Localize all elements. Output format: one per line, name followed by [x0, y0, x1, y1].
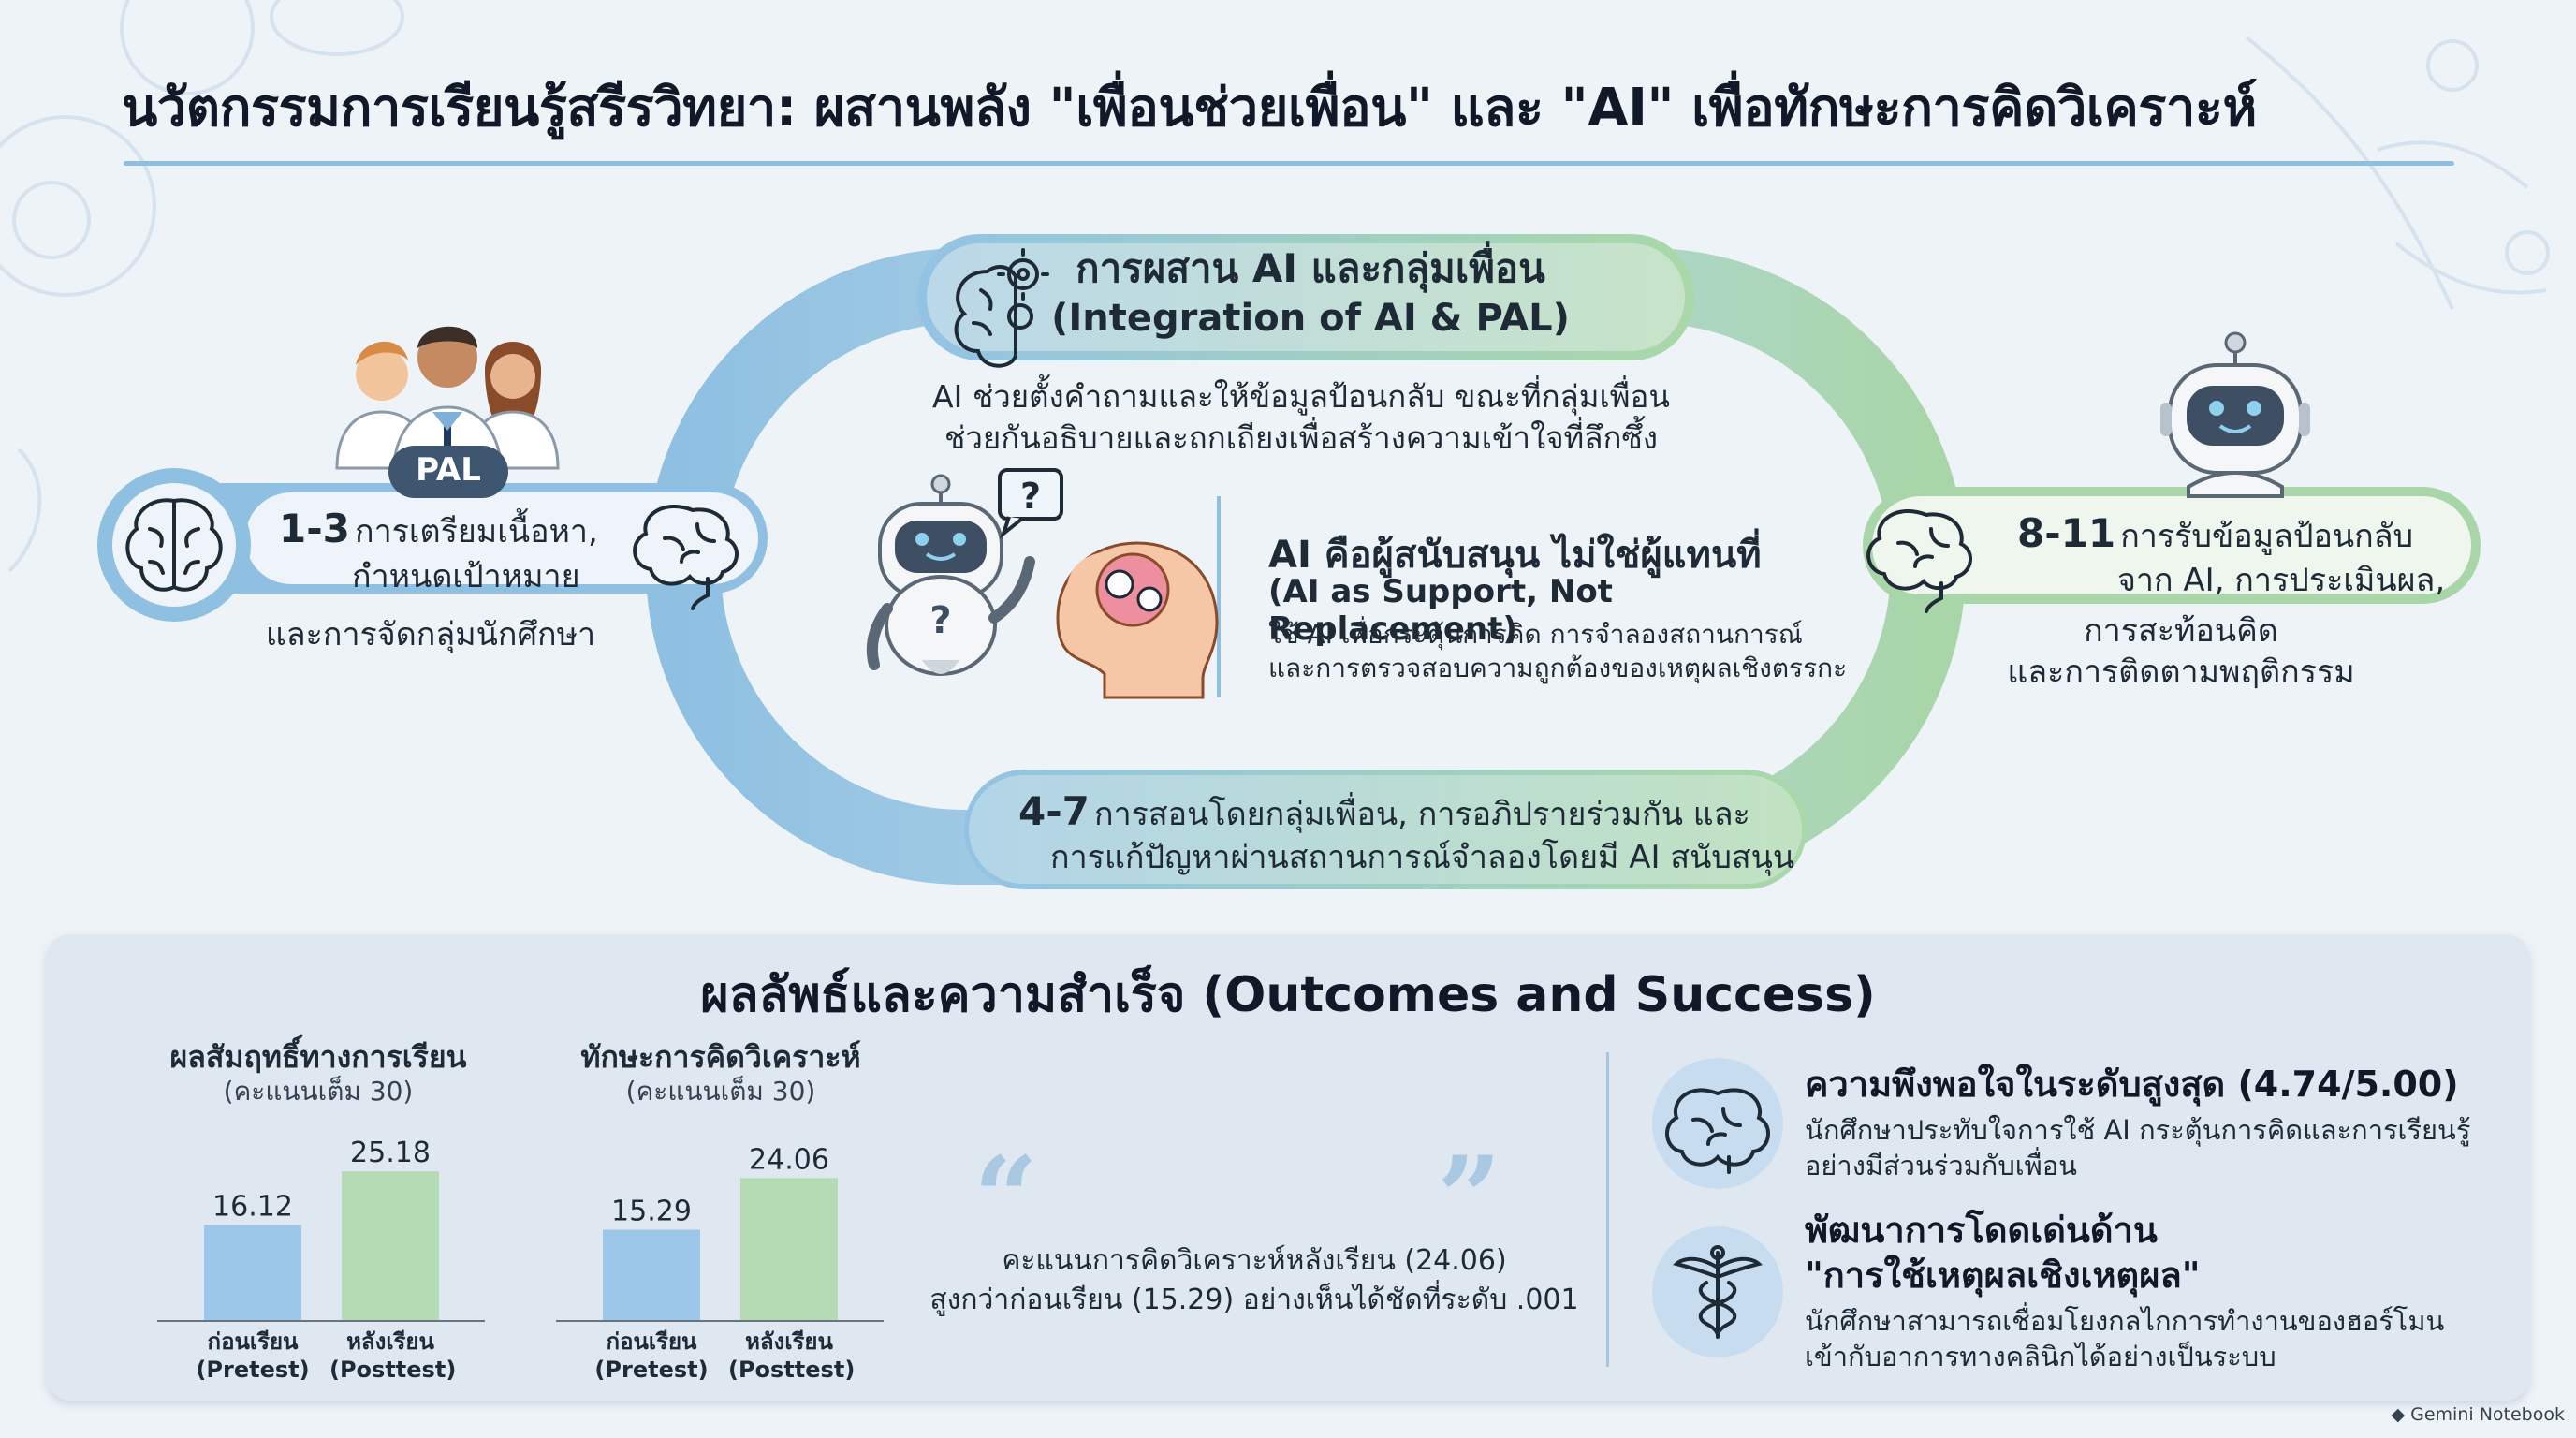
- process-flow-diagram: [97, 234, 2481, 889]
- step-1-3-text: 1-3 การเตรียมเนื้อหา,: [279, 506, 728, 556]
- pal-badge-label: PAL: [416, 451, 481, 489]
- integration-title-th: การผสาน AI และกลุ่มเพื่อน: [1076, 245, 1545, 291]
- chart-1-category-1: ก่อนเรียน (Pretest): [196, 1328, 310, 1383]
- chart-1-baseline: [157, 1320, 485, 1322]
- step-8-11-line-4: และการติดตามพฤติกรรม: [2007, 653, 2355, 691]
- step-1-3-line-1: การเตรียมเนื้อหา,: [354, 513, 598, 550]
- brain-icon: [125, 498, 223, 592]
- bar-value-label: 16.12: [212, 1190, 293, 1223]
- brain-gear-icon: [954, 248, 1049, 368]
- bar-value-label: 15.29: [611, 1196, 692, 1228]
- outcomes-divider: [1606, 1052, 1609, 1367]
- step-1-3-line-2: กำหนดเป้าหมาย: [352, 558, 580, 595]
- achievement-1-desc: นักศึกษาประทับใจการใช้ AI กระตุ้นการคิดแ…: [1805, 1114, 2471, 1181]
- chart-2-baseline: [556, 1320, 884, 1322]
- step-8-11-text: 8-11 การรับข้อมูลป้อนกลับ: [2017, 510, 2466, 561]
- robot-question-mark: ?: [929, 599, 952, 642]
- open-quote-icon: “: [973, 1132, 1039, 1264]
- step-4-7-text: 4-7 การสอนโดยกลุ่มเพื่อน, การอภิปรายร่วม…: [1018, 788, 1861, 839]
- chart-2-category-2: หลังเรียน (Posttest): [728, 1328, 856, 1383]
- brain-icon: [633, 505, 739, 610]
- bar-posttest: [740, 1178, 838, 1320]
- step-4-7-number: 4-7: [1018, 788, 1090, 834]
- robot-icon: [2160, 331, 2310, 498]
- achievement-1-circle: [1652, 1058, 1783, 1189]
- close-quote-icon: ”: [1437, 1132, 1502, 1264]
- step-4-7-line-1: การสอนโดยกลุ่มเพื่อน, การอภิปรายร่วมกัน …: [1093, 796, 1750, 833]
- brain-icon: [1665, 1088, 1770, 1174]
- chart-1-subtitle: (คะแนนเต็ม 30): [223, 1076, 414, 1107]
- step-4-7-pill: [964, 770, 1807, 889]
- step-8-11-line-1: การรับข้อมูลป้อนกลับ: [2120, 518, 2414, 555]
- pal-badge: [388, 446, 508, 498]
- head-thinking-icon: [1056, 541, 1219, 699]
- page-title: นวัตกรรมการเรียนรู้สรีรวิทยา: ผสานพลัง "…: [122, 78, 2257, 139]
- question-bubble-icon: [998, 468, 1063, 539]
- step-8-11-number: 8-11: [2017, 510, 2116, 556]
- integration-title-en: (Integration of AI & PAL): [1051, 297, 1570, 340]
- gemini-logo-icon: ◆: [2391, 1404, 2406, 1425]
- doctors-group-icon: [335, 326, 560, 479]
- chart-2-category-1: ก่อนเรียน (Pretest): [594, 1328, 709, 1383]
- chart-2-subtitle: (คะแนนเต็ม 30): [625, 1076, 816, 1107]
- quote-text: คะแนนการคิดวิเคราะห์หลังเรียน (24.06) สู…: [929, 1244, 1579, 1316]
- cell-decoration-icon: [0, 115, 156, 297]
- bar-pretest: [204, 1225, 301, 1320]
- footer-label: Gemini Notebook: [2410, 1404, 2565, 1425]
- outcomes-panel: [47, 934, 2529, 1401]
- bar-pretest: [603, 1229, 700, 1320]
- integration-desc-2: ช่วยกันอธิบายและถกเถียงเพื่อสร้างความเข้…: [944, 419, 1658, 456]
- achievement-2-desc: นักศึกษาสามารถเชื่อมโยงกลไกการทำงานของฮอ…: [1805, 1305, 2445, 1372]
- outcomes-title: ผลลัพธ์และความสำเร็จ (Outcomes and Succe…: [700, 967, 1876, 1023]
- chart-2-bars: 15.29 24.06: [603, 1143, 838, 1320]
- caduceus-icon: [1673, 1245, 1763, 1339]
- bar-value-label: 25.18: [350, 1137, 431, 1169]
- achievement-1-title: ความพึงพอใจในระดับสูงสุด (4.74/5.00): [1805, 1064, 2459, 1105]
- integration-desc-1: AI ช่วยตั้งคำถามและให้ข้อมูลป้อนกลับ ขณะ…: [932, 378, 1670, 415]
- step-1-3-number: 1-3: [279, 506, 350, 551]
- step-8-11-line-2: จาก AI, การประเมินผล,: [2117, 562, 2446, 599]
- chart-2-title: ทักษะการคิดวิเคราะห์: [580, 1039, 861, 1075]
- chart-1-category-2: หลังเรียน (Posttest): [329, 1328, 457, 1383]
- step-4-7-line-2: การแก้ปัญหาผ่านสถานการณ์จำลองโดยมี AI สน…: [1050, 839, 1795, 876]
- integration-pill: [917, 234, 1694, 360]
- achievement-2-circle: [1652, 1226, 1783, 1357]
- robot-question-icon: [866, 474, 1035, 676]
- chart-1-title: ผลสัมฤทธิ์ทางการเรียน: [169, 1039, 467, 1075]
- bar-posttest: [342, 1171, 439, 1320]
- chart-1-bars: 16.12 25.18: [204, 1137, 439, 1320]
- step-8-11-line-3: การสะท้อนคิด: [2084, 612, 2278, 650]
- footer-brand: ◆ Gemini Notebook: [2391, 1404, 2565, 1425]
- question-mark: ?: [1019, 476, 1042, 517]
- support-title-th: AI คือผู้สนับสนุน ไม่ใช่ผู้แทนที่: [1268, 534, 1762, 577]
- support-desc-1: ใช้ AI เพื่อกระตุ้นการคิด การจำลองสถานกา…: [1268, 619, 1803, 650]
- brain-icon: [1866, 509, 1972, 613]
- step-1-3-line-3: และการจัดกลุ่มนักศึกษา: [265, 616, 596, 653]
- title-divider: [124, 161, 2454, 166]
- achievement-2-title: พัฒนาการโดดเด่นด้าน "การใช้เหตุผลเชิงเหต…: [1805, 1210, 2201, 1296]
- bar-value-label: 24.06: [749, 1143, 829, 1176]
- support-title-en: (AI as Support, Not Replacement): [1268, 573, 1613, 648]
- support-desc-2: และการตรวจสอบความถูกต้องของเหตุผลเชิงตรร…: [1268, 653, 1848, 683]
